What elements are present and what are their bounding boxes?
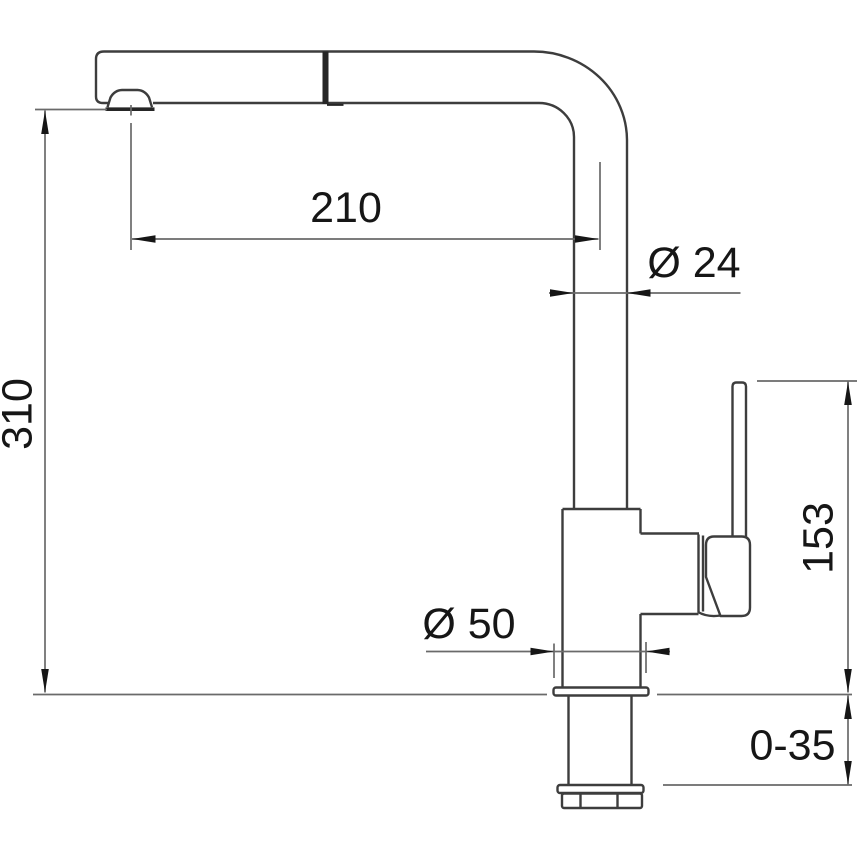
aerator-outline <box>106 88 154 108</box>
arrow-153-bottom <box>844 669 852 693</box>
arrow-210-left <box>132 235 156 243</box>
arrow-035-top <box>844 695 852 719</box>
arrow-310-bottom <box>41 669 49 693</box>
arrow-24-left <box>550 289 574 297</box>
lock-nut <box>560 792 644 810</box>
dim-label-spout-reach: 210 <box>310 184 382 232</box>
spout-left-edge <box>94 59 108 105</box>
spout-inner-edge <box>153 101 576 509</box>
dim-label-handle-height: 153 <box>795 502 843 574</box>
handle-lever-outline <box>731 381 748 537</box>
dim-label-base-diameter: Ø 50 <box>422 600 515 648</box>
arrow-153-top <box>844 381 852 405</box>
dim-label-overall-height: 310 <box>0 378 42 450</box>
dim-label-tube-diameter: Ø 24 <box>647 239 740 287</box>
spout-outer-edge <box>94 50 629 509</box>
arrow-310-top <box>41 110 49 134</box>
arrow-210-right <box>575 235 599 243</box>
dim-label-deck-thickness: 0-35 <box>749 722 835 770</box>
faucet-outline <box>94 50 752 810</box>
handle-mount-outline <box>704 535 752 618</box>
arrow-035-bottom <box>844 761 852 785</box>
dimension-labels: 210 Ø 24 310 153 Ø 50 0-35 <box>0 184 843 770</box>
base-flange <box>552 686 650 697</box>
faucet-thick-details <box>105 51 344 111</box>
handle-pivot-arc <box>697 610 721 618</box>
lock-washer <box>556 783 645 795</box>
arrow-50-left <box>530 647 554 656</box>
arrow-24-right <box>627 289 651 297</box>
arrow-50-right <box>646 647 670 656</box>
dimension-arrowheads <box>41 110 852 785</box>
